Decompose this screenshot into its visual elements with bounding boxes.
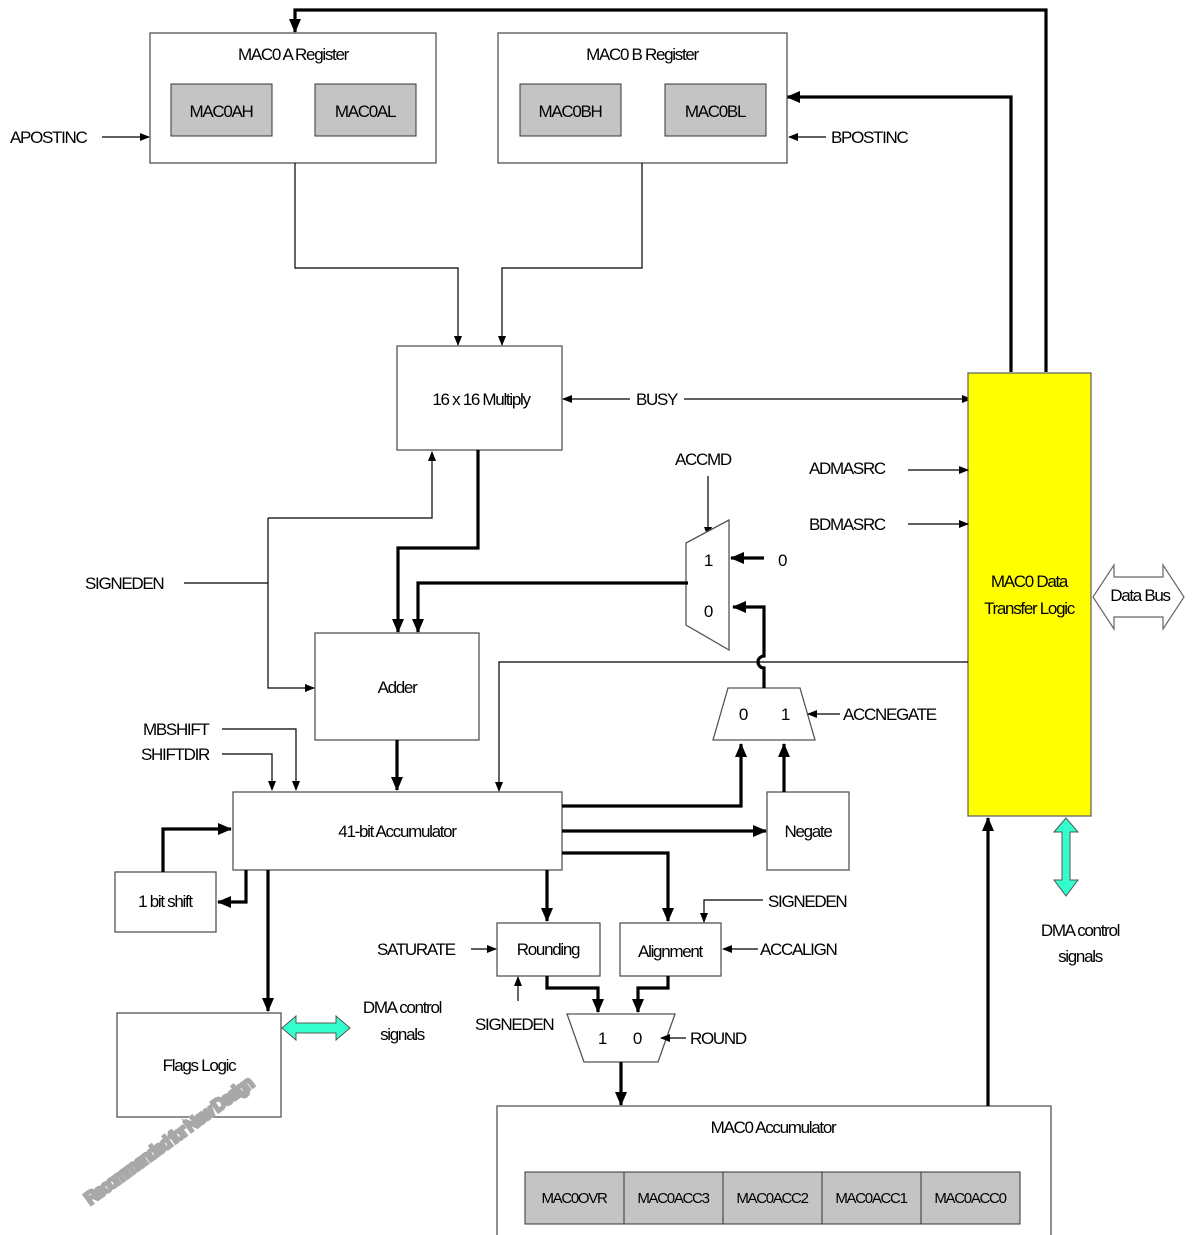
signeden-round-label: SIGNEDEN — [475, 1015, 553, 1034]
mux-to-adder-line — [412, 581, 688, 633]
shiftdir-label: SHIFTDIR — [141, 745, 210, 764]
rounding-to-mux-line — [545, 976, 604, 1013]
accnegate-mux — [712, 687, 816, 741]
alignment-block — [619, 922, 722, 977]
data-transfer-label-line2: Transfer Logic — [984, 599, 1076, 618]
multiply-label: 16 x 16 Multiply — [432, 390, 531, 409]
mac0bh-register — [519, 83, 622, 137]
round-mux-in0: 0 — [633, 1029, 642, 1048]
feedback-lines — [289, 8, 1048, 372]
mac0al-register — [314, 83, 417, 137]
round-mux — [566, 1013, 676, 1063]
accumulator41-label: 41-bit Accumulator — [338, 822, 457, 841]
accumulator41-block — [232, 791, 563, 871]
accnegate-label: ACCNEGATE — [843, 705, 937, 724]
mac0-accumulator-title: MAC0 Accumulator — [711, 1118, 837, 1137]
mac0acc3-register — [623, 1171, 724, 1225]
b-to-multiply-line — [498, 163, 643, 346]
mac0-a-register: MAC0 A Register MAC0AH MAC0AL — [149, 32, 437, 164]
busy-label: BUSY — [636, 390, 678, 409]
data-bus-arrow — [1092, 562, 1185, 632]
mac0ah-register — [170, 83, 273, 137]
shiftdir-arrow — [222, 753, 276, 791]
dma-control-right-line2: signals — [1058, 947, 1103, 966]
flags-logic-block — [116, 1012, 282, 1118]
dma-control-flags-arrow — [281, 1014, 351, 1042]
adder-label: Adder — [378, 678, 419, 697]
apostinc-label: APOSTINC — [10, 128, 88, 147]
dma-control-right-line1: DMA control — [1041, 921, 1120, 940]
accumulator-to-shift-line — [217, 870, 248, 908]
mac0acc2-label: MAC0ACC2 — [736, 1190, 808, 1207]
one-bit-shift-block — [114, 871, 217, 933]
mbshift-arrow — [222, 728, 300, 791]
adder-block — [314, 632, 480, 741]
mac0al-label: MAC0AL — [335, 102, 396, 121]
saturate-label: SATURATE — [377, 940, 456, 959]
signeden-align-label: SIGNEDEN — [768, 892, 846, 911]
accumulator-to-accnegate-line — [562, 743, 747, 808]
mac0acc0-register — [920, 1171, 1021, 1225]
mac0acc0-label: MAC0ACC0 — [934, 1190, 1006, 1207]
data-bus-label: Data Bus — [1110, 586, 1170, 605]
round-label: ROUND — [690, 1029, 747, 1048]
data-transfer-label-line1: MAC0 Data — [991, 572, 1069, 591]
round-mux-in1: 1 — [598, 1029, 607, 1048]
a-to-multiply-line — [294, 163, 462, 346]
accalign-label: ACCALIGN — [760, 940, 837, 959]
accmd-mux — [685, 518, 730, 652]
mac0bl-label: MAC0BL — [685, 102, 746, 121]
alignment-label: Alignment — [638, 942, 703, 961]
mac0acc3-label: MAC0ACC3 — [637, 1190, 709, 1207]
mac0acc2-register — [722, 1171, 823, 1225]
mac0ovr-register — [524, 1171, 625, 1225]
multiply-to-adder-line — [392, 450, 480, 633]
signeden-to-adder-line — [267, 518, 315, 692]
mac0ah-label: MAC0AH — [189, 102, 252, 121]
negate-label: Negate — [784, 822, 832, 841]
alignment-to-mux-line — [632, 976, 670, 1013]
mac0ovr-label: MAC0OVR — [541, 1190, 608, 1207]
mac0bh-label: MAC0BH — [538, 102, 601, 121]
signeden-align-arrow — [700, 899, 763, 923]
accumulator-to-alignment-line — [562, 851, 674, 922]
accmd-label: ACCMD — [675, 450, 732, 469]
transfer-to-accumulator-line — [495, 661, 968, 792]
flags-logic-label: Flags Logic — [163, 1056, 237, 1075]
dma-control-flags-line2: signals — [380, 1025, 425, 1044]
mac0acc1-register — [821, 1171, 922, 1225]
bpostinc-label: BPOSTINC — [831, 128, 909, 147]
admasrc-label: ADMASRC — [809, 459, 886, 478]
accnegate-mux-in0: 0 — [739, 705, 748, 724]
bdmasrc-label: BDMASRC — [809, 515, 886, 534]
signeden-left-label: SIGNEDEN — [85, 574, 163, 593]
shift-to-accumulator-line — [161, 823, 232, 872]
zero-const-label: 0 — [778, 551, 787, 570]
accmd-mux-in0: 0 — [704, 602, 713, 621]
one-bit-shift-label: 1 bit shift — [138, 892, 193, 911]
rounding-label: Rounding — [517, 940, 580, 959]
dma-control-flags-line1: DMA control — [363, 998, 442, 1017]
mac0acc1-label: MAC0ACC1 — [835, 1190, 907, 1207]
mbshift-label: MBSHIFT — [143, 720, 209, 739]
accnegate-mux-in1: 1 — [781, 705, 790, 724]
mac0-b-register: MAC0 B Register MAC0BH MAC0BL — [497, 32, 788, 164]
accmd-mux-in1: 1 — [704, 551, 713, 570]
dma-control-right-arrow — [1052, 817, 1080, 897]
data-transfer-logic — [967, 372, 1092, 817]
accnegate-to-accmd-line — [732, 601, 766, 688]
mac0-a-register-title: MAC0 A Register — [238, 45, 350, 64]
mac0-b-register-title: MAC0 B Register — [586, 45, 699, 64]
mac0bl-register — [664, 83, 767, 137]
negate-block — [766, 791, 850, 871]
signeden-to-multiply-line — [268, 451, 436, 519]
